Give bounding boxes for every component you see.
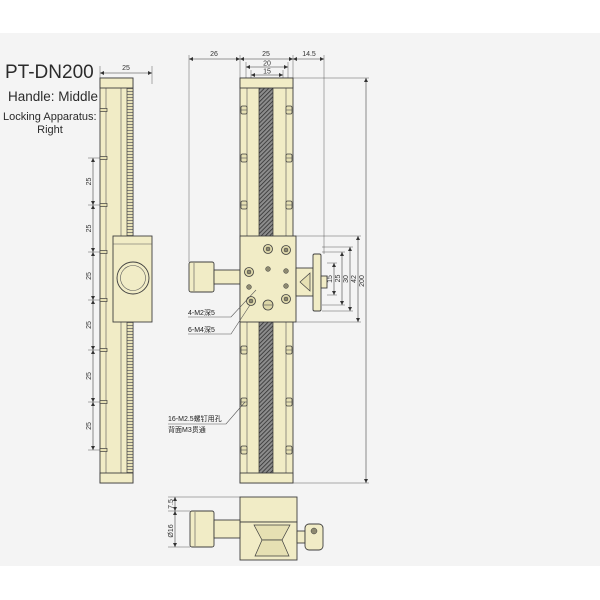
- end-handle-knob: [189, 510, 215, 548]
- knob-diameter-dim-label: Ø16: [168, 524, 175, 537]
- outer-hole-pitch-dim-label: 20: [263, 61, 271, 68]
- hole-pitch-25-dim-label: 25: [335, 275, 342, 283]
- side-screw-head: [99, 156, 108, 160]
- handle-offset-dim-label: 26: [210, 51, 218, 58]
- side-screw-head: [99, 250, 108, 254]
- side-pitch-dimension-chain: [88, 157, 100, 451]
- rack-groove-lower: [258, 321, 274, 474]
- m2-leader-line: [188, 289, 257, 318]
- m2-hole-callout: 4-M2深5: [188, 308, 215, 317]
- lock-wedge: [299, 272, 311, 292]
- pitch-dim-label: 25: [86, 178, 93, 186]
- rail-top-end-cap: [239, 77, 294, 89]
- m4-hole-bore: [283, 247, 289, 253]
- pitch-dim-label: 25: [86, 321, 93, 329]
- side-screw-head: [99, 348, 108, 352]
- m2-hole: [246, 284, 252, 290]
- m25-hole-callout-line2: 背面M3贯通: [168, 425, 206, 434]
- side-view: 25 25 25 25 25 25 25: [86, 65, 153, 484]
- carriage-holes: [244, 244, 291, 311]
- m4-hole-callout: 6-M4深5: [188, 325, 215, 334]
- handle-knob-inner-ring: [120, 265, 146, 291]
- locking-label: Locking Apparatus:: [3, 111, 97, 123]
- m25-leader-line: [168, 401, 246, 425]
- m4-hole-bore: [283, 296, 289, 302]
- m4-hole-bore: [248, 298, 254, 304]
- rail-screw-heads: [240, 105, 293, 455]
- end-lock-knob: [304, 523, 324, 551]
- end-carriage-block: [239, 496, 298, 523]
- m2-hole: [283, 268, 289, 274]
- handle-knob-end-face: [116, 261, 150, 295]
- end-lock-stem: [296, 530, 306, 544]
- knob-offset-dim-label: 7.5: [168, 499, 175, 509]
- pitch-dim-label: 25: [86, 225, 93, 233]
- handle-position: Handle: Middle: [8, 89, 98, 104]
- handle-shaft: [213, 269, 241, 285]
- pitch-dim-label: 25: [86, 422, 93, 430]
- m4-hole-bore: [246, 269, 252, 275]
- end-handle-shaft: [213, 519, 241, 539]
- model-name: PT-DN200: [5, 62, 94, 83]
- rail-width-dim-label: 25: [262, 51, 270, 58]
- inner-hole-pitch-dim-label: 15: [263, 69, 271, 76]
- lock-grip: [320, 275, 328, 289]
- pitch-dim-label: 25: [86, 272, 93, 280]
- title-block: PT-DN200 Handle: Middle Locking Apparatu…: [3, 62, 98, 136]
- rail-bottom-end-cap: [239, 472, 294, 484]
- side-screw-head: [99, 298, 108, 302]
- hole-pitch-30-dim-label: 30: [343, 275, 350, 283]
- side-screw-head: [99, 400, 108, 404]
- overall-length-dim-label: 200: [359, 275, 366, 287]
- carriage-length-dim-label: 42: [351, 275, 358, 283]
- pitch-dim-label: 25: [86, 372, 93, 380]
- end-lock-pin: [310, 527, 318, 535]
- side-screw-head: [99, 108, 108, 112]
- handle-knob: [188, 261, 215, 293]
- locking-side: Right: [37, 124, 63, 136]
- lock-lever-plate: [312, 253, 322, 312]
- m4-leader-line: [188, 304, 251, 335]
- hole-pitch-15-dim-label: 15: [327, 275, 334, 283]
- side-width-dim-label: 25: [122, 65, 130, 72]
- dovetail-lower: [254, 539, 290, 557]
- front-view: 26 25 14.5 20 15: [168, 51, 369, 484]
- rack-groove-upper: [258, 87, 274, 237]
- m25-hole-callout-line1: 16-M2.5螺钉用孔: [168, 414, 222, 423]
- lock-offset-dim-label: 14.5: [302, 51, 316, 58]
- m4-hole-bore: [265, 246, 271, 252]
- side-screw-head: [99, 203, 108, 207]
- side-top-end-cap: [99, 77, 134, 89]
- end-view: 7.5 Ø16: [168, 496, 324, 561]
- side-bottom-end-cap: [99, 472, 134, 484]
- locking-apparatus: [295, 253, 328, 312]
- m2-hole: [283, 283, 289, 289]
- m2-hole: [265, 266, 271, 272]
- side-screw-head: [99, 448, 108, 452]
- side-screw-heads: [99, 108, 108, 452]
